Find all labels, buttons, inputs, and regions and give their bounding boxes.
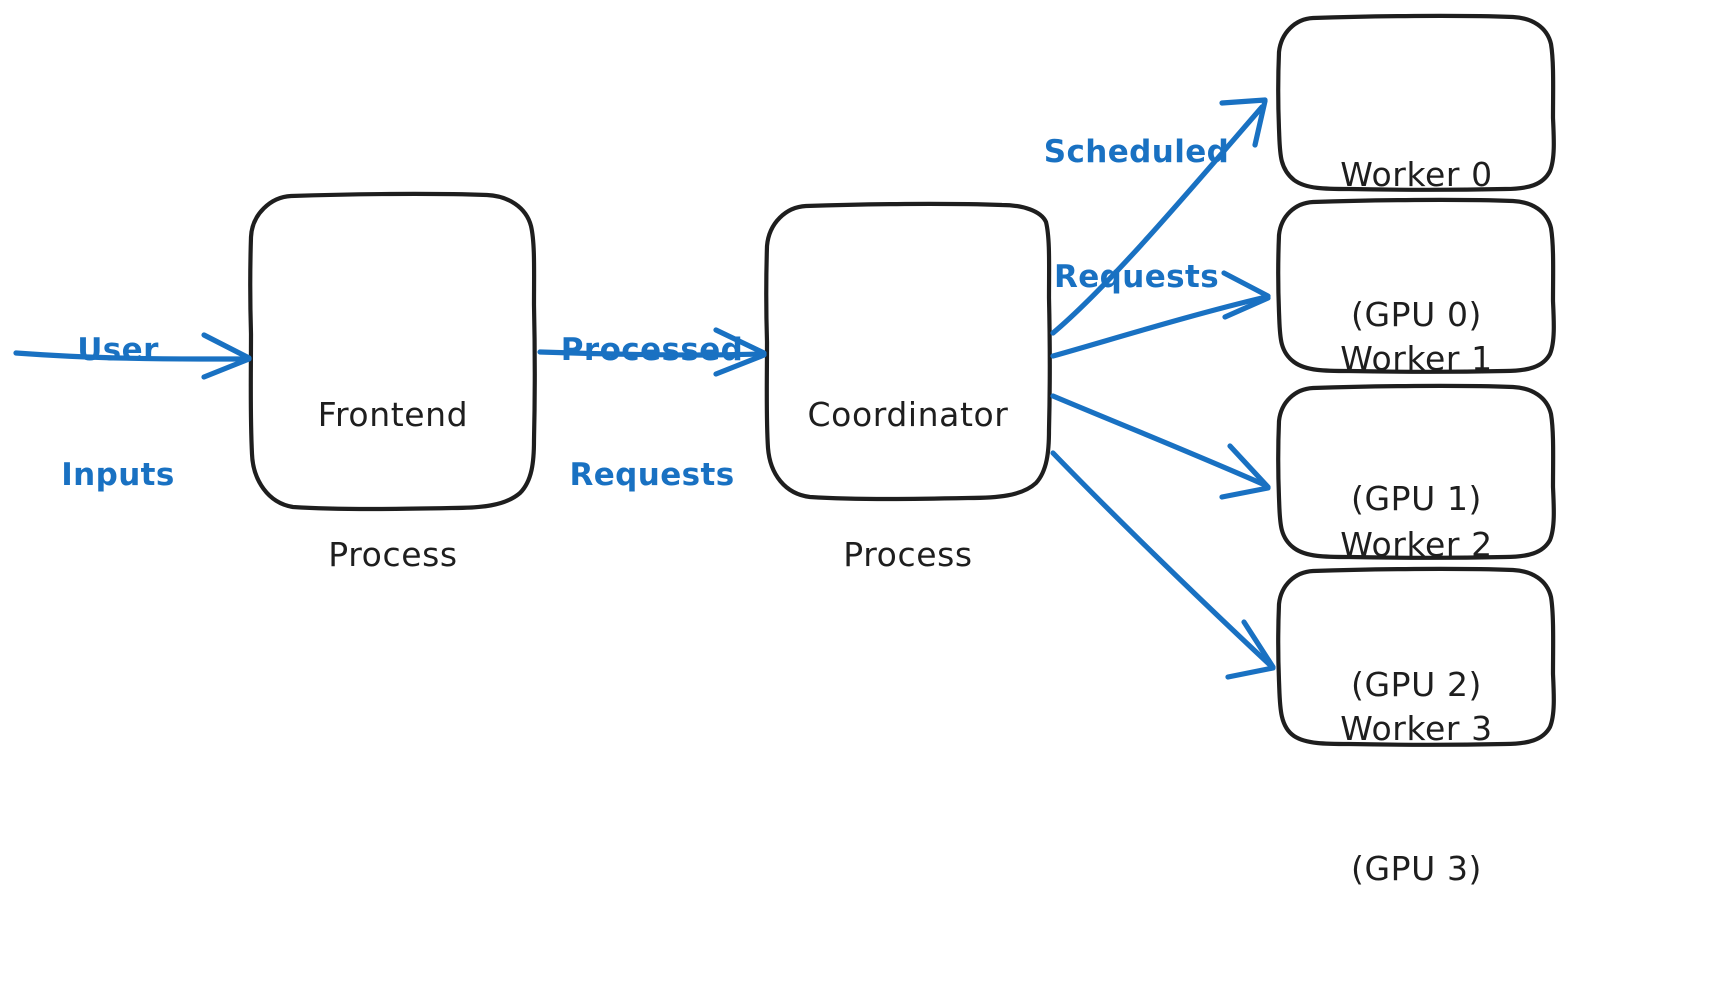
edge-processed-requests[interactable]	[537, 327, 767, 377]
worker-0-hit-area[interactable]	[1277, 15, 1556, 191]
node-frontend-process[interactable]	[248, 191, 537, 512]
coordinator-worker-0-arrow-head	[1219, 97, 1268, 148]
coordinator-worker-1-arrow-head	[1221, 270, 1271, 320]
user-inputs-arrow-head	[201, 332, 252, 380]
coordinator-process-hit-area[interactable]	[765, 203, 1053, 501]
worker-2-hit-area[interactable]	[1277, 385, 1556, 559]
edge-coordinator-to-worker-2[interactable]	[1050, 393, 1271, 500]
edge-coordinator-to-worker-1[interactable]	[1050, 270, 1271, 359]
diagram-canvas: Frontend Process Coordinator Process Wor…	[13, 13, 1556, 889]
edge-coordinator-to-worker-0[interactable]	[1050, 97, 1268, 336]
worker-3-hit-area[interactable]	[1277, 568, 1556, 746]
coordinator-process-outline	[764, 201, 1052, 502]
user-inputs-arrow-line	[13, 350, 251, 362]
node-worker-2[interactable]	[1276, 383, 1556, 560]
processed-requests-arrow-head	[713, 327, 767, 377]
worker-3-outline	[1276, 566, 1556, 747]
node-worker-0[interactable]	[1276, 13, 1556, 192]
worker-0-outline	[1276, 13, 1556, 192]
frontend-process-hit-area[interactable]	[249, 193, 537, 511]
frontend-process-outline	[248, 191, 537, 512]
node-coordinator-process[interactable]	[764, 201, 1052, 502]
edge-coordinator-to-worker-3[interactable]	[1050, 450, 1276, 680]
worker-1-outline	[1276, 197, 1556, 374]
edge-user-inputs[interactable]	[13, 332, 252, 380]
coordinator-worker-3-arrow-line	[1050, 450, 1273, 668]
coordinator-worker-1-arrow-line	[1050, 294, 1269, 359]
coordinator-worker-2-arrow-line	[1050, 393, 1268, 488]
coordinator-worker-3-arrow-head	[1225, 619, 1276, 680]
diagram-vector-layer	[13, 13, 1556, 747]
worker-2-outline	[1276, 383, 1556, 560]
coordinator-worker-0-arrow-line	[1050, 104, 1265, 336]
worker-3-label-line2: (GPU 3)	[1350, 849, 1483, 889]
worker-1-hit-area[interactable]	[1277, 199, 1556, 373]
coordinator-worker-2-arrow-head	[1219, 443, 1271, 500]
node-worker-1[interactable]	[1276, 197, 1556, 374]
node-worker-3[interactable]	[1276, 566, 1556, 747]
processed-requests-arrow-line	[537, 349, 767, 358]
